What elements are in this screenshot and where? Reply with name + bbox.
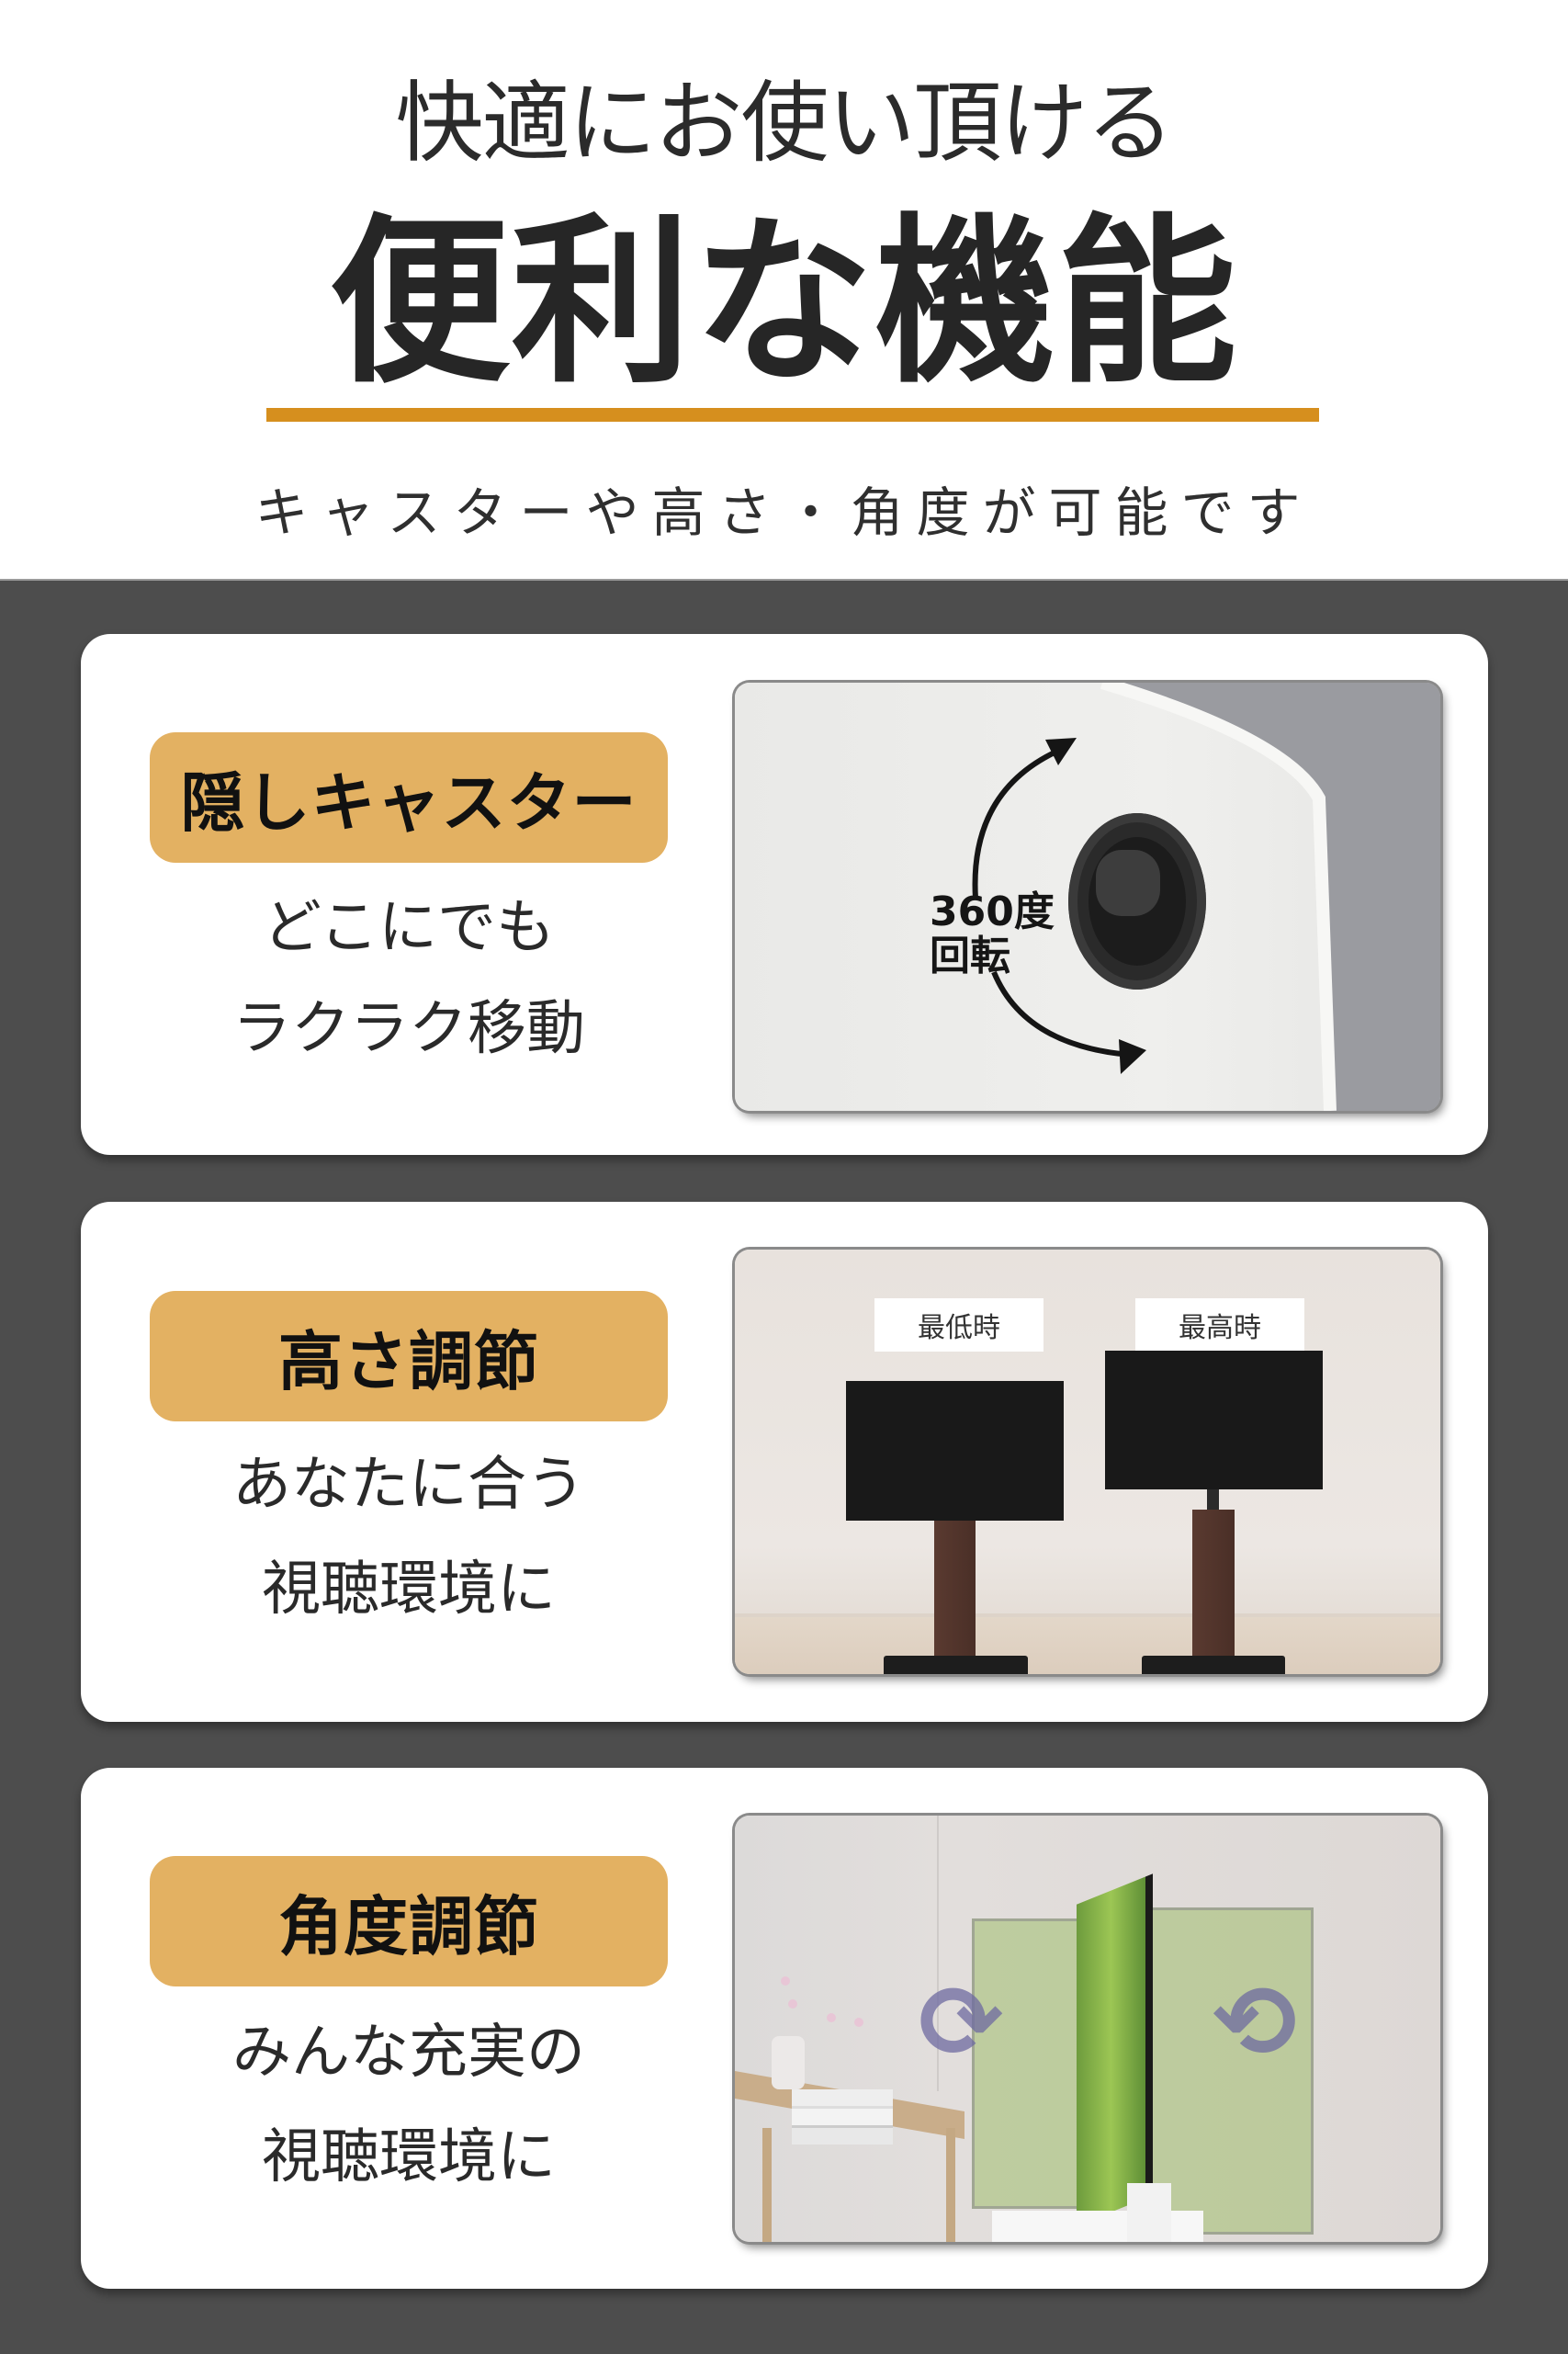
stand-pole-low xyxy=(934,1521,976,1658)
feature-description-line: ラクラク移動 xyxy=(232,995,585,1063)
stand-panel-edge xyxy=(735,683,1440,1111)
feature-badge: 隠しキャスター xyxy=(150,732,668,863)
label-lowest: 最低時 xyxy=(874,1298,1043,1352)
height-comparison-photo: 最低時 最高時 xyxy=(735,1250,1440,1674)
header: 快適にお使い頂ける 便利な機能 キャスターや高さ・角度が可能です xyxy=(0,0,1568,579)
stand-pole-high xyxy=(1192,1510,1235,1658)
rotate-arrows-icon xyxy=(972,738,1146,1074)
header-subtitle: 快適にお使い頂ける xyxy=(395,72,1175,175)
books xyxy=(792,2089,893,2145)
feature-description-line: 視聴環境に xyxy=(262,1556,556,1624)
header-title: 便利な機能 xyxy=(329,197,1239,408)
floor xyxy=(735,1617,1440,1674)
feature-badge-label: 隠しキャスター xyxy=(180,764,637,841)
vase xyxy=(772,2036,805,2089)
caster-photo: 360度 回転 xyxy=(735,683,1440,1111)
tv-screen-high xyxy=(1105,1351,1323,1489)
rotation-label: 360度 回転 xyxy=(930,888,1055,979)
feature-card-height: 高さ調節 あなたに合う 視聴環境に 最低時 最高時 xyxy=(81,1202,1488,1722)
title-underline xyxy=(266,408,1319,422)
feature-description-line: みんな充実の xyxy=(232,2019,585,2087)
caster-wheel xyxy=(1068,813,1206,990)
swivel-arrows-icon: ⟳ xyxy=(919,1964,1004,2081)
feature-description-line: どこにでも xyxy=(262,894,556,962)
tv-screen-low xyxy=(846,1381,1064,1521)
feature-badge-label: 角度調節 xyxy=(278,1888,539,1964)
swivel-arrows-icon: ⟲ xyxy=(1213,1964,1298,2081)
swivel-photo: ⟳ ⟲ xyxy=(735,1816,1440,2242)
stand-base-low xyxy=(884,1656,1028,1674)
feature-badge: 高さ調節 xyxy=(150,1291,668,1421)
feature-card-caster: 隠しキャスター どこにでも ラクラク移動 360度 回転 xyxy=(81,634,1488,1155)
feature-description-line: あなたに合う xyxy=(232,1451,585,1519)
tv-screen-swivel xyxy=(1077,1873,1153,2226)
header-tagline: キャスターや高さ・角度が可能です xyxy=(254,481,1314,544)
tv-ghost-right xyxy=(1146,1907,1314,2235)
feature-badge: 角度調節 xyxy=(150,1856,668,1986)
stand-base-high xyxy=(1142,1656,1285,1674)
feature-badge-label: 高さ調節 xyxy=(278,1323,539,1399)
feature-description-line: 視聴環境に xyxy=(262,2123,556,2191)
feature-card-angle: 角度調節 みんな充実の 視聴環境に ⟳ ⟲ xyxy=(81,1768,1488,2289)
stand-pole xyxy=(1127,2183,1171,2242)
label-highest: 最高時 xyxy=(1135,1298,1304,1352)
